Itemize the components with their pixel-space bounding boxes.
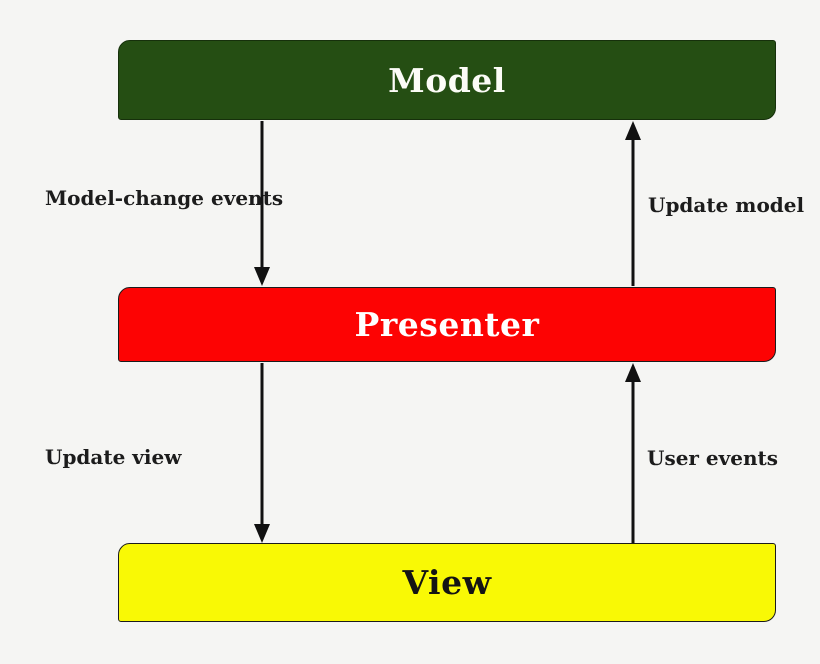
edge-label-user-events: User events	[647, 446, 779, 470]
arrowhead-down-icon	[254, 267, 270, 286]
node-view: View	[118, 543, 776, 622]
arrow-presenter-to-view-icon	[254, 363, 270, 543]
node-presenter: Presenter	[118, 287, 776, 362]
arrow-view-to-presenter-icon	[625, 363, 641, 543]
arrow-model-to-presenter-icon	[254, 121, 270, 286]
arrow-shaft	[631, 136, 635, 286]
arrow-shaft	[260, 363, 264, 528]
node-model-label: Model	[388, 60, 506, 100]
arrow-shaft	[260, 121, 264, 271]
arrowhead-down-icon	[254, 524, 270, 543]
edge-label-update-model: Update model	[648, 193, 805, 217]
arrowhead-up-icon	[625, 121, 641, 140]
arrow-presenter-to-model-icon	[625, 121, 641, 286]
arrowhead-up-icon	[625, 363, 641, 382]
node-view-label: View	[402, 563, 492, 602]
edge-label-model-change-events: Model-change events	[45, 186, 284, 210]
arrow-shaft	[631, 378, 635, 543]
node-presenter-label: Presenter	[354, 305, 540, 344]
node-model: Model	[118, 40, 776, 120]
edge-label-update-view: Update view	[45, 445, 182, 469]
